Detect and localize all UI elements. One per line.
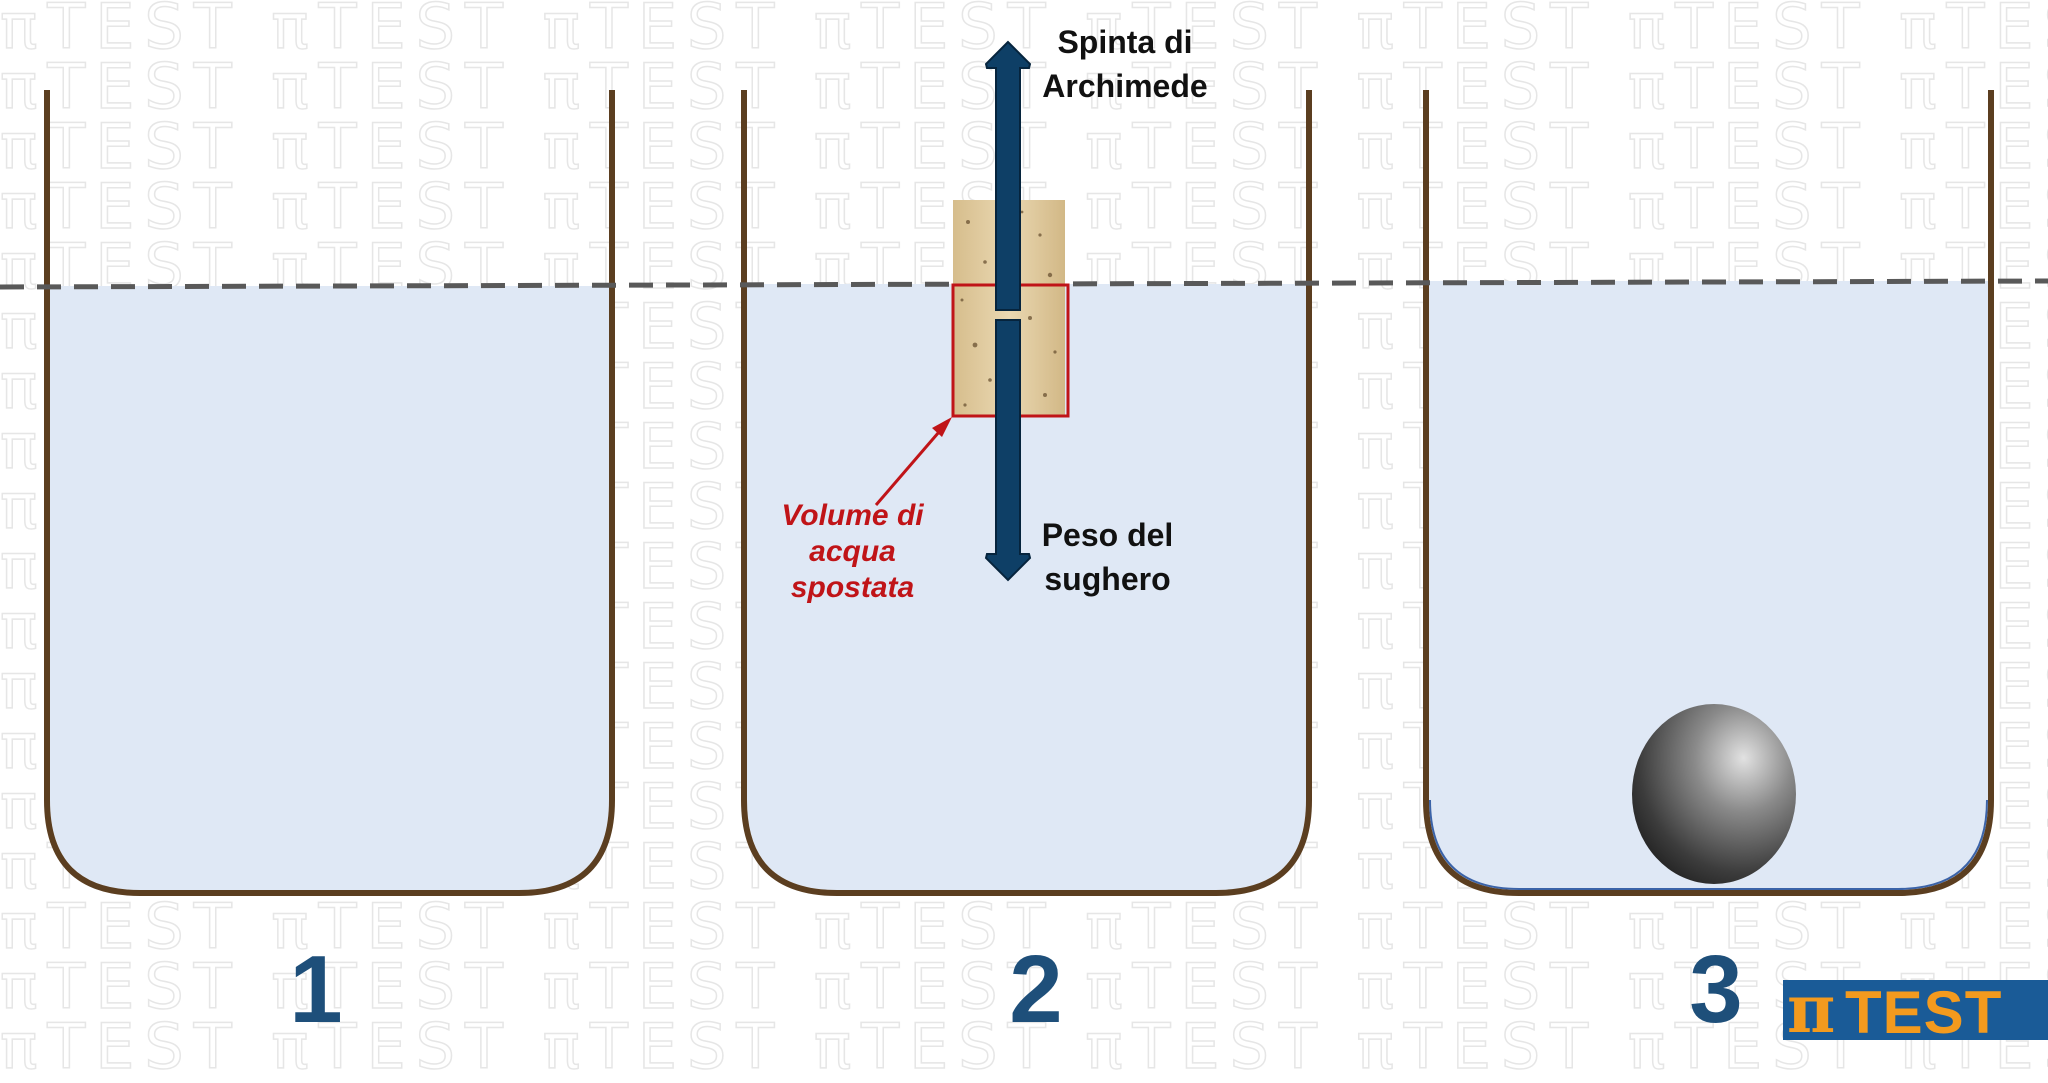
buoyancy-label-line2: Archimede <box>1042 68 1208 104</box>
beaker-number-1: 1 <box>289 936 343 1043</box>
weight-label-line1: Peso del <box>1041 517 1174 553</box>
displaced-volume-label: Volume di acqua spostata <box>750 498 955 606</box>
logo-pi-symbol: π <box>1787 980 1836 1040</box>
pointer-arrow-line <box>874 424 947 506</box>
water-beaker-2 <box>747 284 1306 890</box>
beaker-1-outline <box>44 90 615 896</box>
weight-label: Peso del sughero <box>1010 513 1205 601</box>
beaker-2-outline <box>741 90 1312 896</box>
pitest-logo: π TEST <box>1783 980 2048 1040</box>
buoyancy-arrow <box>984 40 1032 311</box>
displaced-volume-line1: Volume di <box>781 499 924 532</box>
sunk-sphere <box>1632 704 1796 884</box>
water-level-line <box>0 278 2048 290</box>
buoyancy-label-line1: Spinta di <box>1057 24 1193 60</box>
beaker-3-outline <box>1423 90 1994 896</box>
beaker-3-bottom-edge <box>1429 799 1988 890</box>
displaced-volume-line3: spostata <box>790 571 915 604</box>
pointer-arrowhead <box>932 417 952 437</box>
displaced-volume-line2: acqua <box>809 535 896 568</box>
diagram-svg <box>0 40 2048 896</box>
water-beaker-1 <box>50 286 609 890</box>
weight-arrow <box>984 319 1032 582</box>
beaker-number-2: 2 <box>1009 936 1063 1043</box>
weight-label-line2: sughero <box>1044 561 1171 597</box>
water-beaker-3 <box>1429 281 1988 890</box>
buoyancy-label: Spinta di Archimede <box>1005 20 1245 108</box>
beaker-number-3: 3 <box>1689 936 1743 1043</box>
logo-text: TEST <box>1845 980 2003 1040</box>
